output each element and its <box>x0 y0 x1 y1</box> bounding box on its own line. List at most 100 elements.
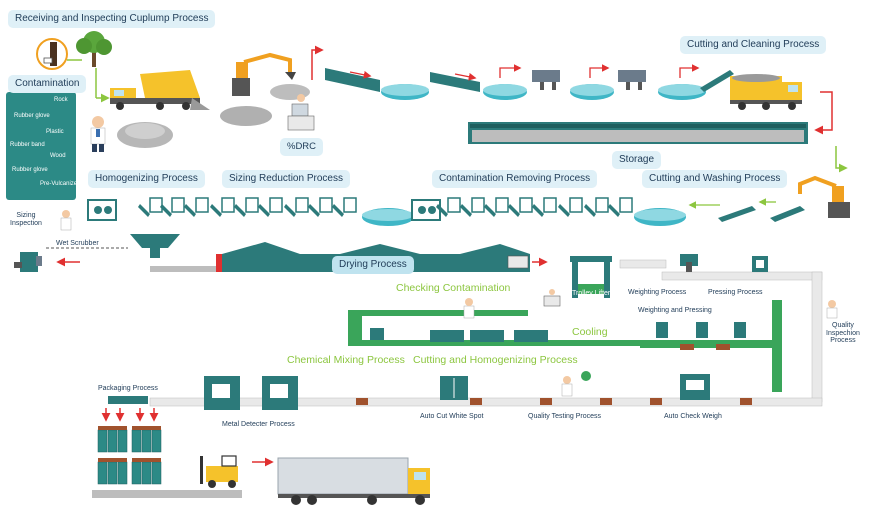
title-cutting-washing: Cutting and Washing Process <box>642 170 788 188</box>
chute <box>584 204 596 217</box>
pallet-box <box>131 461 142 485</box>
chute <box>284 204 296 217</box>
cutter-unit <box>295 197 309 213</box>
chute <box>234 204 246 217</box>
pallet-top <box>98 426 127 430</box>
cutter-unit <box>319 197 333 213</box>
contamination-item: Rubber band <box>10 142 45 148</box>
pallet-box <box>97 429 108 453</box>
auto-cut-unit <box>440 376 468 400</box>
label-sizing-inspection: Sizing Inspection <box>10 212 42 227</box>
tapping-tree-icon <box>36 38 68 70</box>
pallet-box <box>151 429 162 453</box>
pallet-stacks <box>97 426 162 485</box>
chute <box>608 204 620 217</box>
title-storage: Storage <box>612 151 662 169</box>
title-cooling: Cooling <box>572 326 608 338</box>
cutter-unit <box>171 197 185 213</box>
label-weighting-pressing: Weighting and Pressing <box>638 307 712 314</box>
chute <box>210 204 222 217</box>
label-quality-inspection: Quality Inspechion Process <box>826 322 860 345</box>
pallet-box <box>107 461 118 485</box>
chute <box>138 204 150 217</box>
inspection-stations <box>370 289 561 342</box>
pallet-box <box>131 429 142 453</box>
bale <box>600 398 612 405</box>
bale <box>356 398 368 405</box>
label-weighting-process: Weighting Process <box>628 289 687 296</box>
cutter-unit <box>595 197 609 213</box>
cutter-unit <box>221 197 235 213</box>
pallet-top <box>98 458 127 462</box>
pallet-box <box>141 461 152 485</box>
metal-detector-units <box>204 376 298 410</box>
wet-scrubber-icon <box>14 252 42 272</box>
chute <box>460 204 472 217</box>
pallet-box <box>117 461 128 485</box>
bale-markers <box>356 398 752 405</box>
press-station-icon <box>752 256 768 272</box>
contamination-item: Rubber glove <box>14 113 50 119</box>
chute <box>308 204 320 217</box>
cutter-unit <box>269 197 283 213</box>
sizing-inspector-icon <box>60 210 72 231</box>
title-cutting-cleaning: Cutting and Cleaning Process <box>680 36 827 54</box>
title-chemical-mixing: Chemical Mixing Process <box>287 354 405 366</box>
drc-lab-icon <box>287 94 315 131</box>
bale <box>740 398 752 405</box>
qc-inspector-icon <box>826 300 838 319</box>
label-auto-cut: Auto Cut White Spot <box>420 413 484 420</box>
cutter-unit <box>619 197 633 213</box>
cutter-unit <box>343 197 357 213</box>
press-array-icon <box>656 322 746 350</box>
chute <box>436 204 448 217</box>
pallet-box <box>151 461 162 485</box>
chute <box>532 204 544 217</box>
cutter-unit <box>447 197 461 213</box>
label-drc: %DRC <box>280 138 324 156</box>
title-contamination-removing: Contamination Removing Process <box>432 170 598 188</box>
contamination-panel <box>6 92 76 200</box>
contamination-item: Rubber glove <box>12 167 48 173</box>
contamination-item: Rock <box>54 97 68 103</box>
yellow-truck-icon <box>730 74 802 110</box>
hopper-icon <box>130 234 180 258</box>
cutter-unit <box>195 197 209 213</box>
inspector-person-icon <box>90 116 106 152</box>
contamination-item: Wood <box>50 153 66 159</box>
pallet-box <box>117 429 128 453</box>
label-quality-testing: Quality Testing Process <box>528 413 602 420</box>
bale <box>540 398 552 405</box>
chute <box>558 204 570 217</box>
cutter-unit <box>543 197 557 213</box>
title-contamination: Contamination <box>8 75 87 93</box>
tree-icon <box>76 31 112 67</box>
label-pressing-process: Pressing Process <box>708 289 763 296</box>
cutter-unit <box>519 197 533 213</box>
chute <box>484 204 496 217</box>
chute <box>258 204 270 217</box>
cleaning-line <box>325 68 734 100</box>
trolley-lifter-icon <box>570 256 612 298</box>
quality-tester-icon <box>561 371 591 397</box>
chute <box>332 204 344 217</box>
check-weigher-unit <box>680 374 710 400</box>
chute <box>184 204 196 217</box>
label-auto-check: Auto Check Weigh <box>664 413 722 420</box>
down-arrows <box>101 408 159 422</box>
cutter-unit <box>495 197 509 213</box>
title-drying: Drying Process <box>332 256 414 274</box>
cutter-unit <box>471 197 485 213</box>
dump-truck-icon <box>110 70 210 110</box>
chute <box>160 204 172 217</box>
packaging-area <box>92 396 242 498</box>
label-wet-scrubber: Wet Scrubber <box>56 240 99 247</box>
label-trolley-lifter: Trolley Lifter <box>572 290 611 297</box>
delivery-truck-icon <box>277 457 430 505</box>
excavator-icon <box>232 52 296 96</box>
pallet-box <box>107 429 118 453</box>
cutter-unit <box>569 197 583 213</box>
washing-line <box>87 175 850 226</box>
contamination-item: Plastic <box>46 129 64 135</box>
